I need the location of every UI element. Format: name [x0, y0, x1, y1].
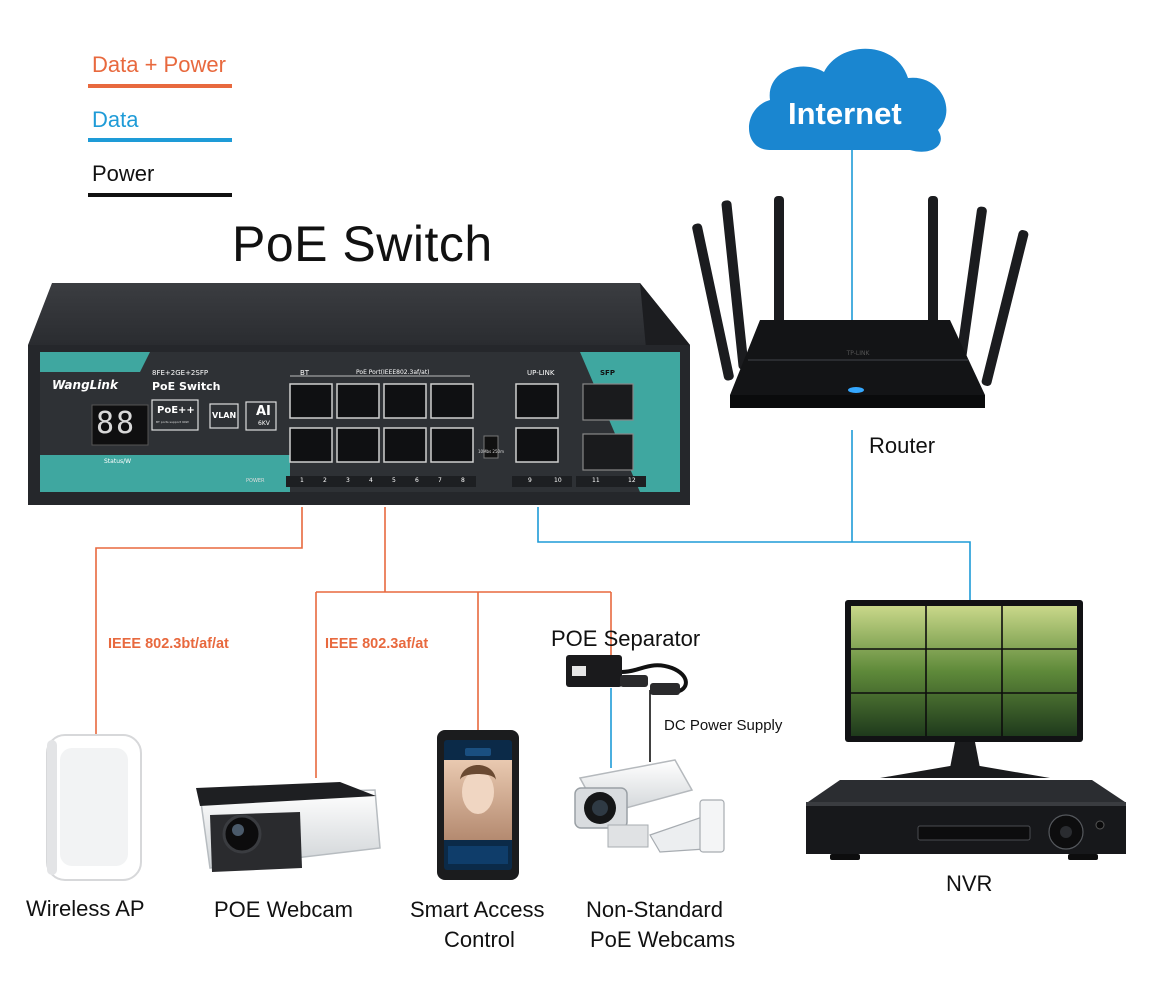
poe-plus-badge-sub: BT ports support 90W	[156, 420, 189, 424]
port-number-2: 2	[323, 477, 327, 484]
standard-label-left: IEEE 802.3bt/af/at	[108, 636, 229, 652]
switch-model: 8FE+2GE+2SFP	[152, 369, 209, 377]
port-number-8: 8	[461, 477, 465, 484]
poe-plus-badge: PoE++	[157, 405, 195, 416]
switch-display: 88	[96, 406, 137, 441]
link-switch-to-wireless-ap	[95, 507, 303, 735]
poe-switch-image	[28, 283, 690, 505]
access-control-label-line2: Control	[444, 927, 515, 952]
internet-label: Internet	[788, 96, 902, 131]
legend-data-label: Data	[92, 107, 139, 132]
svg-text:TP-LINK: TP-LINK	[846, 350, 871, 357]
poe-webcam-label: POE Webcam	[214, 897, 353, 922]
port-number-11: 11	[592, 477, 600, 484]
legend-power-label: Power	[92, 161, 155, 186]
access-control-image	[437, 730, 519, 880]
bt-label: BT	[300, 369, 310, 377]
port-number-1: 1	[300, 477, 304, 484]
internet-cloud	[749, 48, 947, 152]
poe-separator-image	[566, 655, 688, 695]
connections	[95, 150, 971, 778]
standard-label-middle: IEEE 802.3af/at	[325, 636, 429, 652]
port-number-6: 6	[415, 477, 419, 484]
separator-label: POE Separator	[551, 626, 701, 651]
switch-name: PoE Switch	[152, 380, 221, 393]
dc-power-label: DC Power Supply	[664, 717, 783, 734]
vlan-badge: VLAN	[212, 411, 237, 420]
legend	[88, 84, 232, 197]
poe-port-group-label: PoE Port(IEEE802.3af/at)	[356, 369, 430, 376]
nvr-label: NVR	[946, 871, 993, 896]
nonstandard-camera-image	[574, 759, 725, 853]
legend-data-power-label: Data + Power	[92, 52, 226, 77]
link-switch-uplink-to-nvr	[537, 507, 971, 603]
port-number-5: 5	[392, 477, 396, 484]
power-label: POWER	[246, 478, 265, 484]
wireless-ap-label: Wireless AP	[26, 896, 145, 921]
port-number-4: 4	[369, 477, 373, 484]
switch-status: Status/W	[104, 458, 132, 465]
router-label: Router	[869, 433, 936, 458]
port-number-10: 10	[554, 477, 562, 484]
ai-badge-sub: 6KV	[258, 420, 270, 427]
nonstandard-label-line2: PoE Webcams	[590, 927, 736, 952]
wireless-ap-image	[46, 734, 142, 881]
nvr-image	[806, 780, 1126, 860]
port-number-9: 9	[528, 477, 532, 484]
poe-webcam-image	[196, 782, 381, 872]
speed-label: 10Mbs 250m	[478, 449, 504, 454]
switch-brand: WangLink	[52, 378, 118, 392]
monitor-image	[845, 600, 1083, 778]
page-title: PoE Switch	[232, 216, 493, 272]
router-image: TP-LINK	[692, 196, 1029, 408]
port-number-12: 12	[628, 477, 636, 484]
nonstandard-label-line1: Non-Standard	[586, 897, 723, 922]
ai-badge: AI	[256, 404, 271, 419]
port-number-3: 3	[346, 477, 350, 484]
port-number-7: 7	[438, 477, 442, 484]
sfp-label: SFP	[600, 369, 615, 377]
uplink-label: UP-LINK	[527, 369, 555, 377]
access-control-label-line1: Smart Access	[410, 897, 545, 922]
